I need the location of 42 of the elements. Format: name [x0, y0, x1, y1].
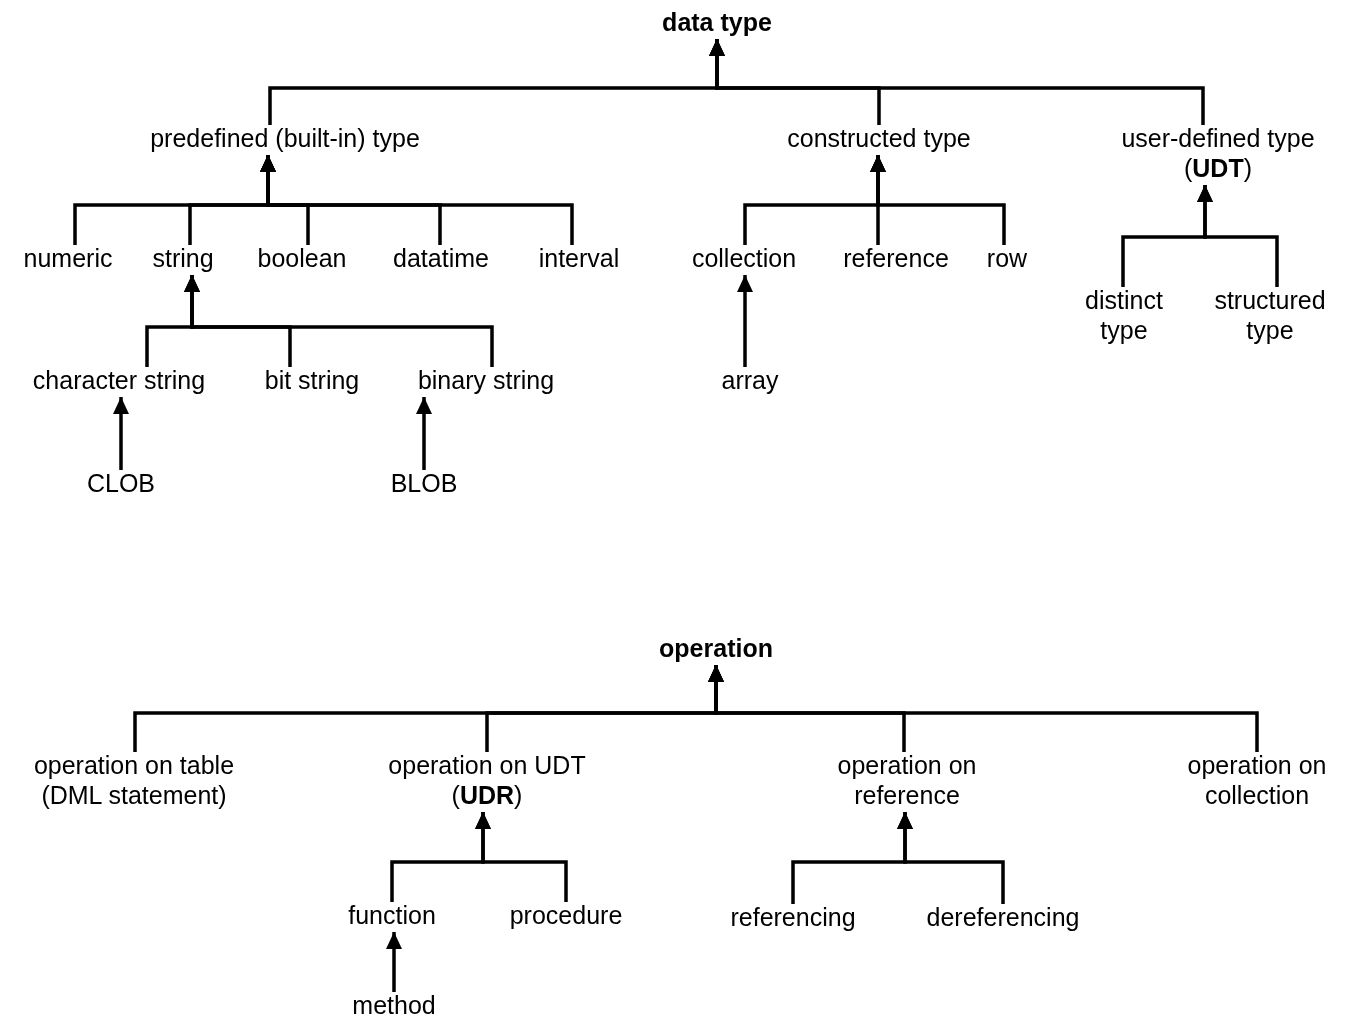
hierarchy-arrow	[416, 397, 432, 470]
category-label: dereferencing	[926, 902, 1080, 932]
hierarchy-arrow	[386, 932, 402, 992]
category-label: string	[152, 243, 214, 273]
category-label: BLOB	[390, 468, 458, 498]
category-label: interval	[538, 243, 620, 273]
category-label: binary string	[417, 365, 555, 395]
category-label: function	[348, 900, 436, 930]
hierarchy-arrow	[709, 39, 1205, 125]
hierarchy-arrow	[184, 275, 494, 367]
hierarchy-arrow	[1197, 185, 1279, 287]
hierarchy-arrow	[870, 155, 1006, 245]
category-label: datatime	[393, 243, 489, 273]
category-label: predefined (built-in) type	[150, 123, 420, 153]
category-label: procedure	[509, 900, 623, 930]
category-label: numeric	[23, 243, 113, 273]
category-label: user-defined type (UDT)	[1098, 123, 1338, 183]
hierarchy-arrow	[260, 155, 574, 245]
category-label: array	[721, 365, 779, 395]
category-label: CLOB	[86, 468, 156, 498]
category-label: operation on collection	[1172, 750, 1342, 810]
category-label: structured type	[1190, 285, 1350, 345]
root-category-label: operation	[659, 633, 773, 663]
category-label: operation on UDT (UDR)	[357, 750, 617, 810]
category-label: constructed type	[787, 123, 971, 153]
category-label: operation on table (DML statement)	[16, 750, 252, 810]
hierarchy-arrow	[737, 275, 753, 367]
hierarchy-arrow	[708, 665, 1259, 752]
hierarchy-arrow	[475, 812, 568, 902]
root-category-label: data type	[662, 7, 772, 37]
category-label: distinct type	[1069, 285, 1179, 345]
category-label: row	[986, 243, 1028, 273]
category-label: method	[352, 990, 436, 1020]
category-label: collection	[691, 243, 797, 273]
category-label: bit string	[264, 365, 360, 395]
hierarchy-arrow	[113, 397, 129, 470]
category-label: character string	[32, 365, 206, 395]
category-label: reference	[843, 243, 949, 273]
category-label: operation on reference	[812, 750, 1002, 810]
category-label: referencing	[730, 902, 856, 932]
category-label: boolean	[257, 243, 347, 273]
hierarchy-arrow	[897, 812, 1005, 904]
